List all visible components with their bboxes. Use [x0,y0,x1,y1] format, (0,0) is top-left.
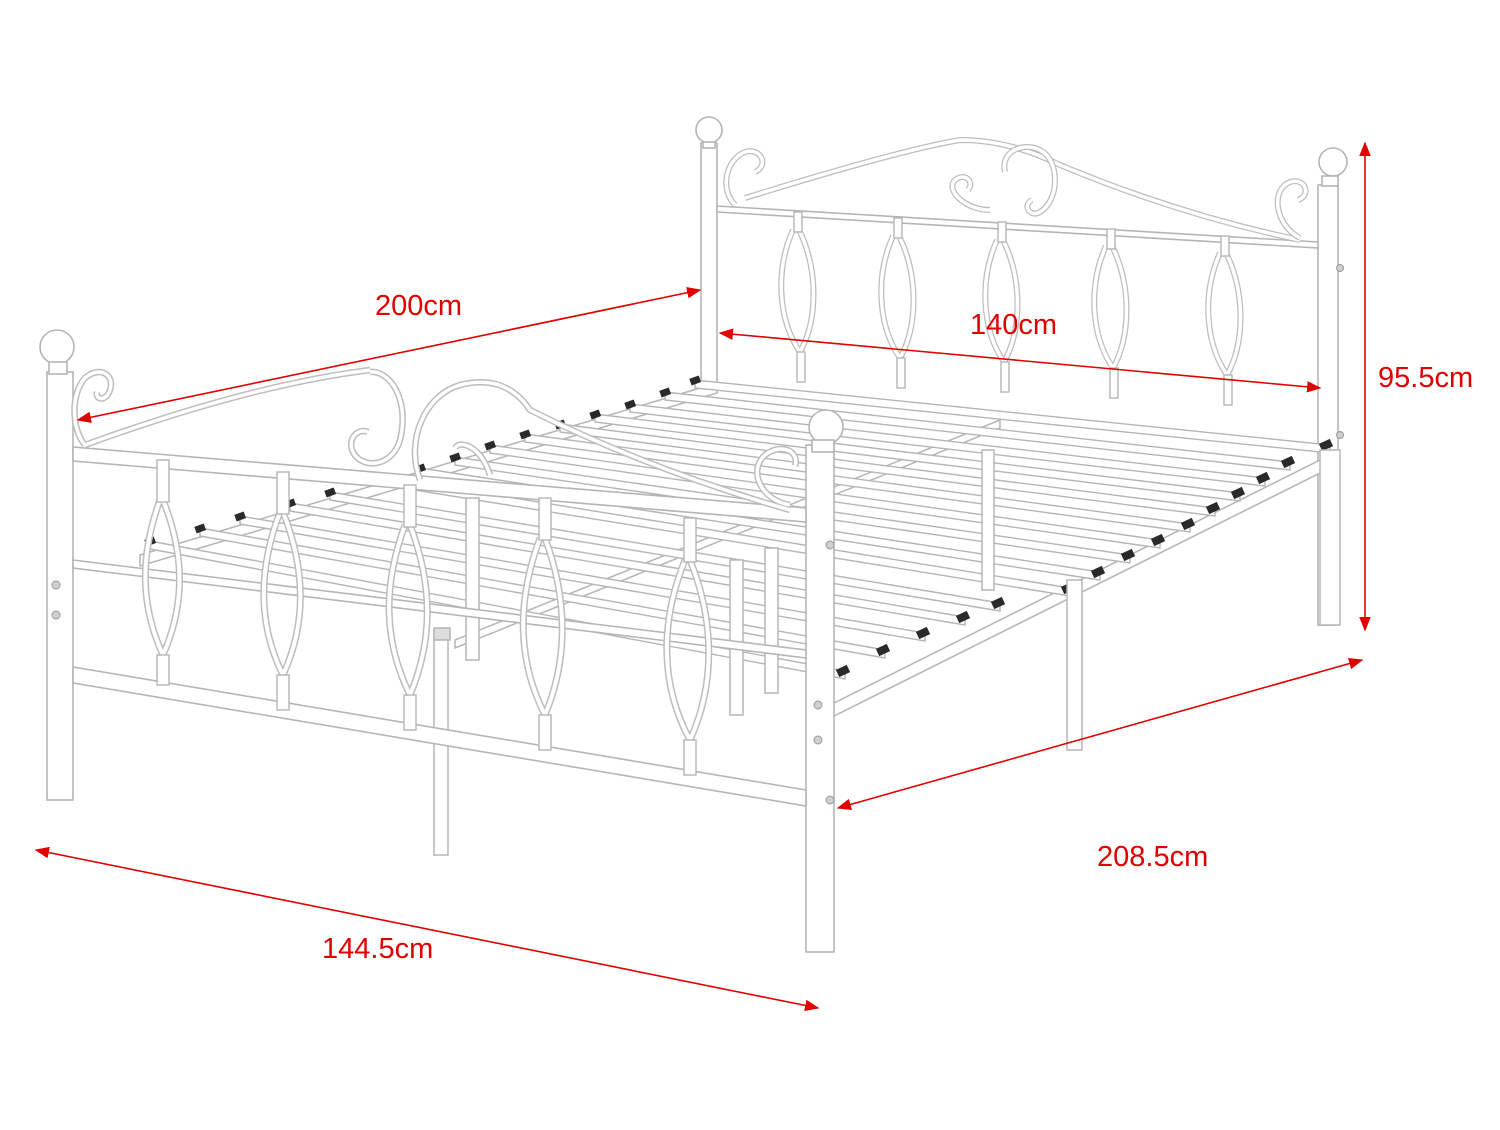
total-length-dimension-line [836,657,1364,811]
inner-width-dimension-line [718,328,1322,393]
headboard-left-finial [695,116,723,144]
total-width-label: 144.5cm [322,933,434,965]
length-label: 200cm [375,290,463,322]
headboard-right-finial [1318,147,1348,177]
footboard-right-finial [808,409,844,445]
headboard-left-post [700,142,718,389]
inner-width-label: 140cm [970,309,1058,341]
slat-deck [139,375,1334,720]
total-length-label: 208.5cm [1097,841,1209,873]
footboard-left-finial [39,329,75,365]
footboard-right-post [805,444,835,953]
length-dimension-line [76,287,702,423]
total-width-dimension-line [34,846,820,1012]
dimension-lines [34,141,1371,1012]
height-label: 95.5cm [1378,362,1474,394]
